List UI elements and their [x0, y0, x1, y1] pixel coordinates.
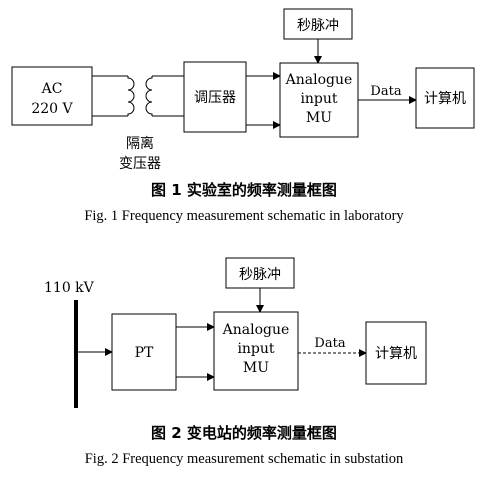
fig1-mu-label-2: input	[300, 91, 337, 107]
fig2-computer-box	[365, 321, 427, 385]
fig1-second-pulse-label: 秒脉冲	[297, 18, 339, 34]
fig1-regulator-label: 调压器	[194, 90, 236, 106]
fig1-caption-en: Fig. 1 Frequency measurement schematic i…	[84, 208, 404, 224]
fig2-caption-en: Fig. 2 Frequency measurement schematic i…	[85, 451, 404, 467]
figure-2: 秒脉冲 110 kV PT Analogue input MU Data 计算机…	[44, 257, 427, 467]
fig2-caption-cn: 图 2 变电站的频率测量框图	[151, 424, 337, 442]
figure-1: 秒脉冲 AC 220 V 隔离 变压器 调压器 Analogue input M…	[11, 8, 475, 224]
fig2-pt-label: PT	[135, 345, 154, 361]
fig1-second-pulse-box	[283, 8, 353, 40]
fig1-isolation-label-1: 隔离	[126, 135, 154, 152]
fig1-transformer-secondary-coil	[145, 76, 153, 116]
fig2-pt-box	[111, 313, 177, 391]
fig2-computer-label: 计算机	[375, 346, 417, 362]
fig1-mu-label-1: Analogue	[285, 72, 353, 88]
fig1-computer-box	[415, 67, 475, 129]
fig1-computer-label: 计算机	[424, 91, 466, 107]
fig2-mu-label-3: MU	[243, 360, 269, 376]
fig1-isolation-label-2: 变压器	[119, 156, 161, 172]
fig2-mu-box	[213, 311, 299, 391]
fig1-transformer-primary-coil	[127, 76, 135, 116]
fig1-data-label: Data	[370, 84, 401, 99]
fig1-ac-voltage-label: 220 V	[31, 101, 73, 117]
fig2-mu-label-1: Analogue	[222, 322, 290, 338]
fig1-ac-source-box	[11, 66, 93, 126]
fig1-ac-label: AC	[41, 81, 63, 97]
fig1-mu-label-3: MU	[306, 110, 332, 126]
fig2-mu-label-2: input	[237, 341, 274, 357]
fig2-bus-voltage-label: 110 kV	[44, 280, 95, 296]
fig1-caption-cn: 图 1 实验室的频率测量框图	[151, 181, 337, 199]
fig2-second-pulse-box	[225, 257, 295, 289]
fig1-mu-box	[279, 62, 359, 138]
fig2-data-label: Data	[314, 336, 345, 351]
fig2-second-pulse-label: 秒脉冲	[239, 267, 281, 283]
fig1-regulator-box	[183, 61, 247, 133]
